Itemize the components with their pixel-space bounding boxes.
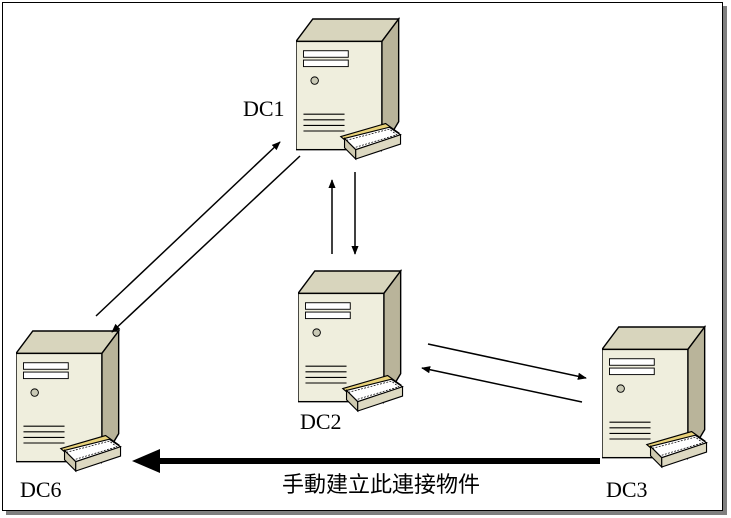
frame-shadow-right	[723, 6, 727, 515]
dc6-server-icon	[16, 330, 122, 472]
dc2-server-icon	[298, 270, 404, 412]
frame-shadow-bottom	[6, 511, 727, 515]
arrow-dc6-to-dc1	[95, 141, 281, 317]
dc6-label: DC6	[20, 477, 62, 502]
dc3-server-icon	[602, 326, 708, 468]
dc1-label: DC1	[243, 96, 285, 121]
dc2-label: DC2	[300, 409, 342, 434]
arrow-dc1-to-dc6	[111, 155, 301, 333]
arrow-dc2-to-dc3	[427, 343, 587, 380]
arrow-dc3-to-dc2	[421, 366, 583, 403]
manual-connection-caption: 手動建立此連接物件	[282, 473, 481, 498]
manual-connection-arrowhead	[132, 449, 160, 473]
dc1-server-icon	[296, 18, 402, 160]
dc3-label: DC3	[606, 477, 648, 502]
